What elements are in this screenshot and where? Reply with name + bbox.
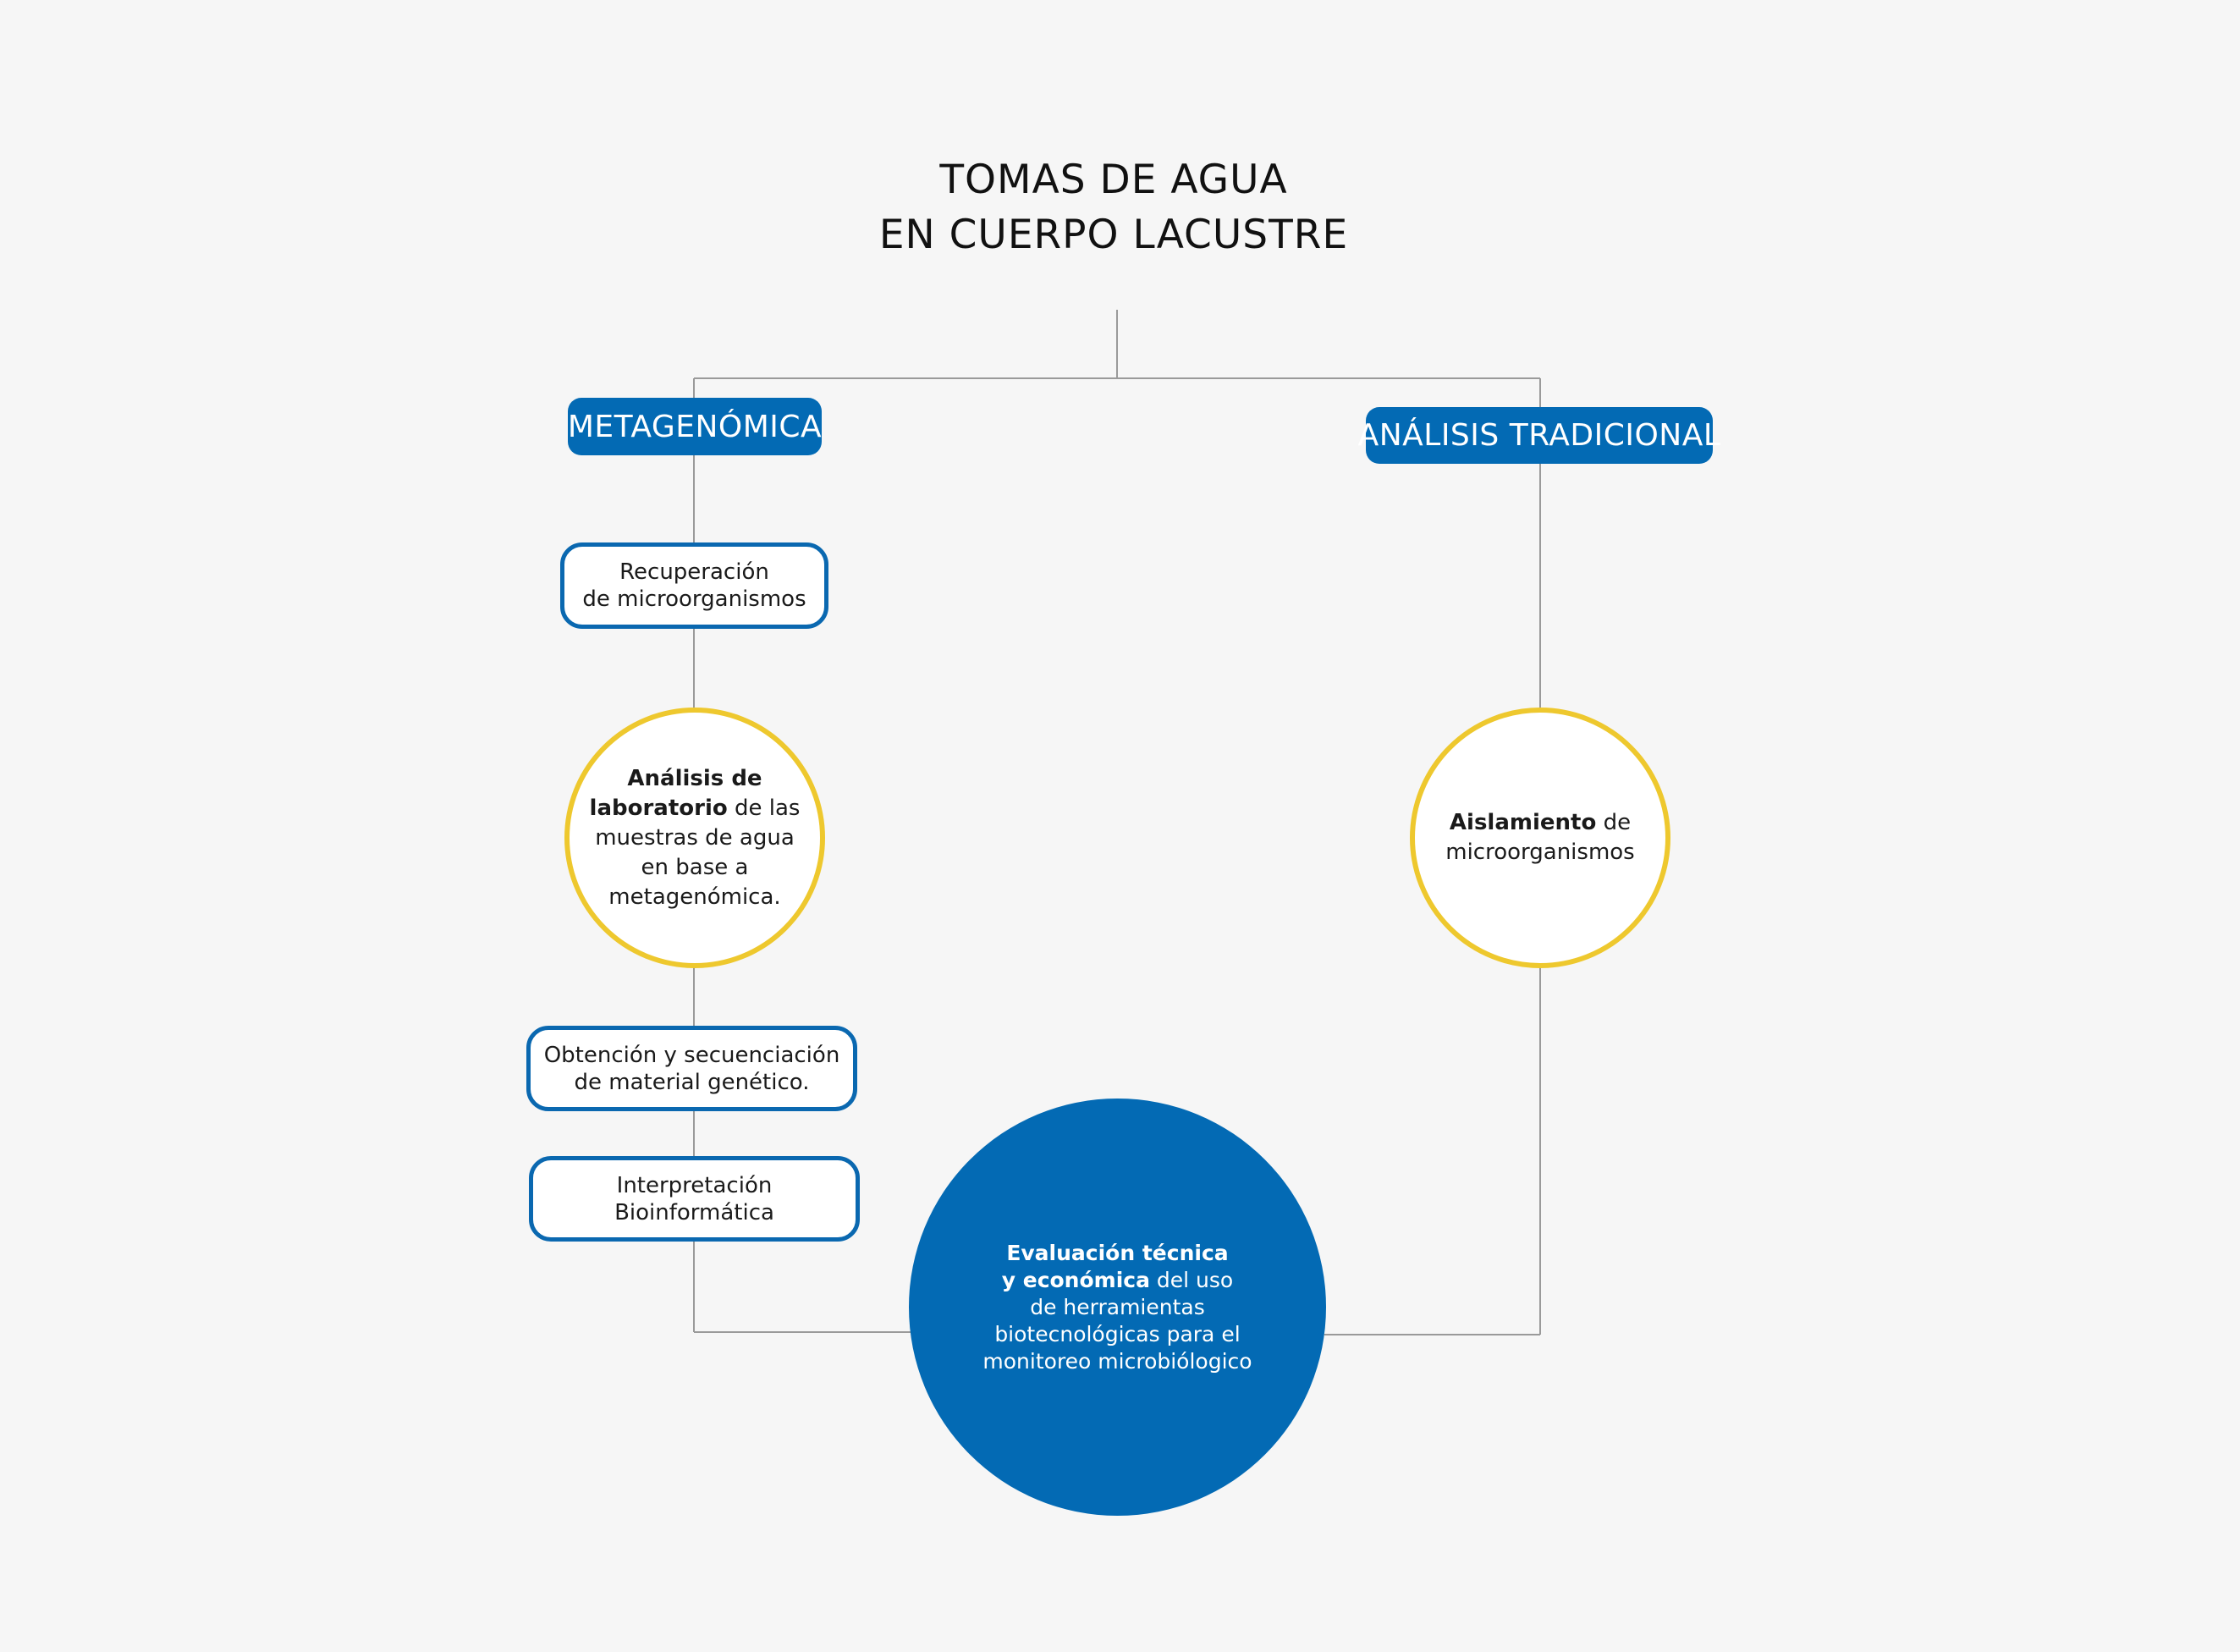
step-analisis-laboratorio-circle: Análisis de laboratorio de las muestras … — [564, 708, 825, 968]
aislamiento-line-2: microorganismos — [1445, 840, 1635, 865]
title-line-1: TOMAS DE AGUA — [939, 157, 1288, 203]
analisis-lab-line-5: metagenómica. — [608, 884, 781, 910]
diagram-title: TOMAS DE AGUA EN CUERPO LACUSTRE — [781, 152, 1446, 262]
analisis-lab-rest-2: de las — [727, 795, 801, 821]
analisis-lab-bold-1: Análisis de — [627, 765, 762, 791]
step-interpretacion-line-1: Interpretación — [616, 1172, 773, 1198]
step-interpretacion-box: Interpretación Bioinformática — [529, 1156, 860, 1242]
result-evaluacion-text: Evaluación técnica y económica del uso d… — [982, 1240, 1252, 1375]
step-interpretacion-line-2: Bioinformática — [614, 1199, 774, 1225]
step-obtencion-line-1: Obtención y secuenciación — [543, 1042, 840, 1068]
step-aislamiento-circle: Aislamiento de microorganismos — [1410, 708, 1670, 968]
step-obtencion-line-2: de material genético. — [574, 1069, 810, 1095]
analisis-lab-bold-2: laboratorio — [589, 795, 728, 821]
result-evaluacion-circle: Evaluación técnica y económica del uso d… — [909, 1099, 1326, 1516]
evaluacion-rest-2: del uso — [1149, 1267, 1234, 1292]
step-obtencion-box: Obtención y secuenciación de material ge… — [526, 1026, 857, 1111]
evaluacion-line-3: de herramientas — [1030, 1294, 1205, 1319]
aislamiento-rest-1: de — [1596, 810, 1632, 835]
step-recuperacion-line-2: de microorganismos — [582, 586, 806, 612]
step-analisis-laboratorio-text: Análisis de laboratorio de las muestras … — [590, 764, 801, 912]
step-aislamiento-text: Aislamiento de microorganismos — [1445, 808, 1634, 867]
evaluacion-bold-2: y económica — [1001, 1267, 1150, 1292]
step-recuperacion-box: Recuperación de microorganismos — [560, 542, 828, 629]
aislamiento-bold-1: Aislamiento — [1449, 810, 1597, 835]
analisis-lab-line-4: en base a — [641, 854, 749, 880]
step-recuperacion-line-1: Recuperación — [619, 559, 769, 585]
analisis-lab-line-3: muestras de agua — [595, 824, 795, 851]
evaluacion-line-4: biotecnológicas para el — [994, 1321, 1241, 1346]
evaluacion-line-5: monitoreo microbiólogico — [982, 1348, 1252, 1374]
evaluacion-bold-1: Evaluación técnica — [1006, 1240, 1229, 1265]
title-line-2: EN CUERPO LACUSTRE — [878, 212, 1349, 258]
branch-analisis-tradicional-label: ANÁLISIS TRADICIONAL — [1358, 407, 1720, 464]
branch-metagenomica-label: METAGENÓMICA — [568, 398, 822, 455]
